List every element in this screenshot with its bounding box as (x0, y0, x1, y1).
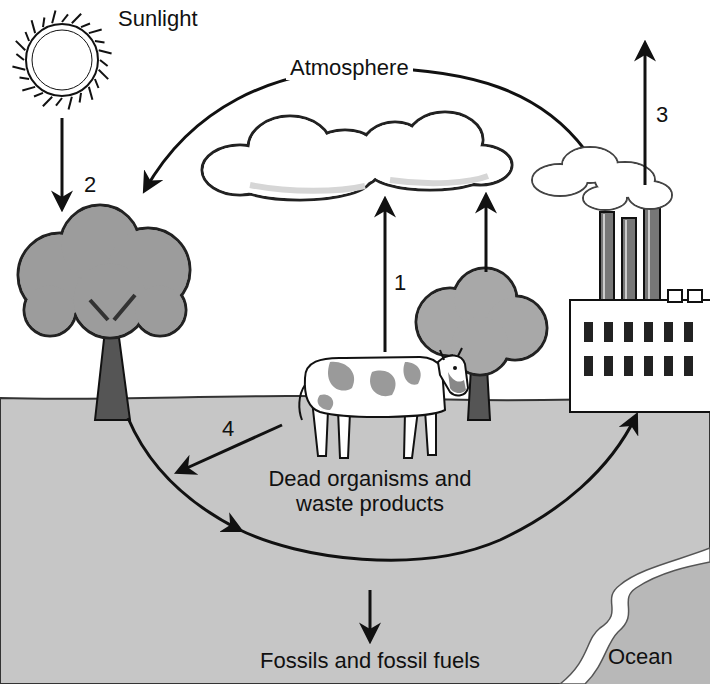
sun-ray (62, 14, 68, 22)
sun-ray (26, 32, 30, 41)
ocean-label: Ocean (608, 644, 673, 669)
factory-window (664, 322, 673, 342)
atmosphere-label: Atmosphere (286, 55, 413, 80)
sun-ray (69, 97, 72, 110)
sun-ray (89, 87, 93, 100)
sun-ray (20, 78, 30, 79)
factory-window (604, 322, 613, 342)
factory-icon (532, 147, 710, 412)
factory-window (624, 356, 633, 376)
sun-ray (95, 41, 105, 42)
factory-window (644, 322, 653, 342)
sun-ray (16, 41, 25, 50)
sun-ray (100, 60, 108, 66)
sun-ray (99, 70, 108, 79)
sunlight-label: Sunlight (118, 6, 198, 31)
sun-ray (56, 98, 62, 106)
fossils-label: Fossils and fossil fuels (260, 648, 480, 673)
factory-window (624, 322, 633, 342)
sun-ray (72, 14, 81, 23)
tree-icon (18, 205, 190, 420)
cow-icon (299, 348, 468, 458)
factory-window (664, 356, 673, 376)
sun-ray (34, 93, 43, 97)
sun-ray (95, 79, 99, 88)
sun-ray (12, 67, 25, 70)
sun-ray (22, 87, 35, 91)
factory-window (684, 322, 693, 342)
factory-window (584, 356, 593, 376)
sun-ray (80, 93, 81, 103)
organisms-label: Dead organisms and waste products (245, 466, 495, 517)
callout-number: 2 (84, 172, 96, 197)
factory-window (644, 356, 653, 376)
callout-number: 1 (394, 270, 406, 295)
sun-ray (81, 24, 90, 28)
sun-ray (43, 18, 44, 28)
sun-icon (12, 10, 111, 109)
callout-number: 3 (656, 102, 668, 127)
sun-ray (43, 97, 52, 106)
factory-window (584, 322, 593, 342)
sun-ray (52, 10, 55, 23)
callout-number: 4 (222, 416, 234, 441)
factory-window (604, 356, 613, 376)
sun-ray (16, 54, 24, 60)
factory-window (684, 356, 693, 376)
cloud-icon (202, 112, 512, 200)
sun-ray (99, 50, 112, 53)
sun-ray (89, 30, 102, 34)
sun-ray (32, 20, 36, 33)
